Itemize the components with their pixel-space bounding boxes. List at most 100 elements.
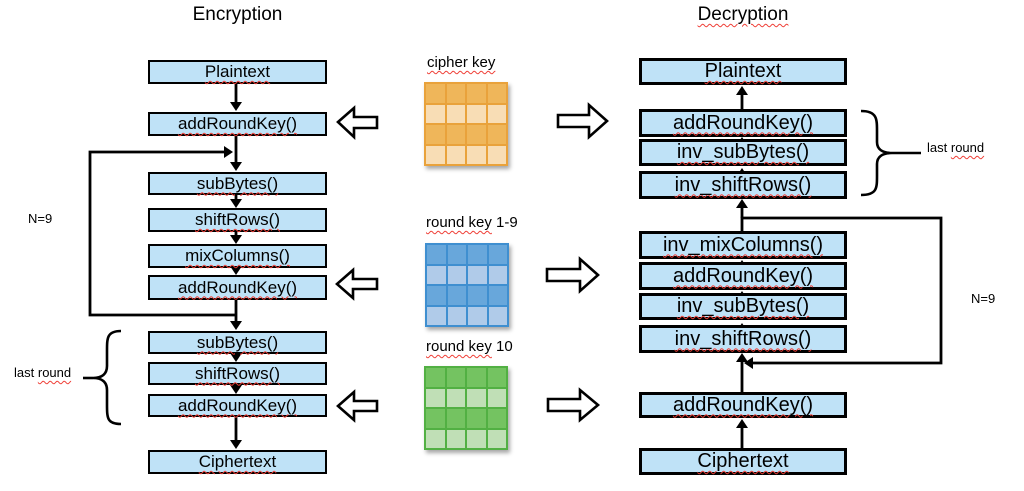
enc-box-subbytes-1: subBytes() [148, 172, 327, 195]
key-cell [427, 286, 446, 305]
enc-box-addroundkey-3: addRoundKey() [148, 394, 327, 417]
key-cell [487, 388, 506, 407]
key-cell [468, 286, 487, 305]
cipher-key-label: cipher key [427, 54, 495, 71]
decryption-title-text: Decryption [697, 4, 789, 25]
enc-box-subbytes-2-label: subBytes() [196, 332, 279, 352]
enc-box-mixcolumns: mixColumns() [148, 244, 327, 268]
key-cell [426, 409, 445, 428]
roundkey10-to-enc-arrow [336, 389, 379, 423]
enc-box-shiftrows-2-label: shiftRows() [194, 363, 280, 383]
dec-last-round-word1: last [927, 140, 948, 155]
dec-box-addroundkey-1-label: addRoundKey() [672, 111, 814, 134]
key-cell [468, 245, 487, 264]
dec-box-invsubbytes-2-label: inv_subBytes() [676, 295, 810, 317]
key-cell [446, 409, 465, 428]
key-cell [487, 429, 506, 448]
cipher-key-label-text: cipher key [427, 54, 496, 71]
key-cell [487, 409, 506, 428]
enc-box-shiftrows-1: shiftRows() [148, 208, 327, 232]
key-cell [488, 306, 507, 325]
key-cell [446, 104, 465, 123]
key-cell [467, 388, 486, 407]
dec-box-plaintext: Plaintext [639, 58, 847, 85]
key-cell [426, 104, 445, 123]
enc-box-shiftrows-2: shiftRows() [148, 362, 327, 385]
key-cell [446, 84, 465, 103]
key-cell [446, 125, 465, 144]
dec-box-invmixcolumns-label: inv_mixColumns() [662, 233, 824, 256]
enc-box-plaintext: Plaintext [148, 60, 327, 84]
key-cell [426, 388, 445, 407]
dec-n9-label: N=9 [971, 291, 996, 306]
enc-box-addroundkey-1: addRoundKey() [148, 112, 327, 136]
key-cell [467, 125, 486, 144]
roundkey19-to-enc-arrow [335, 267, 379, 301]
round-key-10-grid [424, 366, 508, 450]
enc-last-round-brace [83, 329, 122, 426]
cipher-key-to-enc-arrow [336, 105, 379, 141]
key-cell [447, 286, 466, 305]
round-key-10-label-text: round key [426, 338, 492, 355]
key-cell [467, 84, 486, 103]
key-cell [426, 125, 445, 144]
dec-box-invshiftrows-2: inv_shiftRows() [639, 325, 847, 353]
cipher-key-grid [424, 82, 508, 166]
key-cell [426, 84, 445, 103]
round-key-1-9-grid [425, 243, 509, 327]
key-cell [427, 245, 446, 264]
key-cell [487, 368, 506, 387]
enc-last-round-word2: round [37, 365, 72, 380]
key-cell [487, 84, 506, 103]
dec-box-ciphertext-label: Ciphertext [697, 450, 789, 472]
enc-box-addroundkey-2-label: addRoundKey() [177, 277, 298, 297]
key-cell [426, 145, 445, 164]
dec-box-addroundkey-2-label: addRoundKey() [672, 264, 814, 287]
key-cell [467, 145, 486, 164]
key-cell [447, 306, 466, 325]
dec-box-invshiftrows-1: inv_shiftRows() [639, 171, 847, 199]
dec-last-round-word2: round [950, 140, 985, 155]
round-key-1-9-label-suffix: 1-9 [496, 214, 518, 231]
enc-box-mixcolumns-label: mixColumns() [185, 246, 290, 265]
round-key-1-9-label-text: round key [426, 214, 492, 231]
dec-box-invshiftrows-1-label: inv_shiftRows() [674, 173, 812, 196]
enc-box-plaintext-label: Plaintext [204, 62, 271, 81]
dec-last-round-brace [860, 109, 921, 197]
enc-last-round-label: last round [14, 365, 71, 380]
key-cell [446, 368, 465, 387]
dec-box-addroundkey-3: addRoundKey() [639, 392, 847, 418]
enc-box-shiftrows-1-label: shiftRows() [194, 210, 280, 229]
dec-last-round-label: last round [927, 140, 984, 155]
dec-box-addroundkey-2: addRoundKey() [639, 262, 847, 290]
enc-box-subbytes-2: subBytes() [148, 331, 327, 354]
round-key-10-label: round key 10 [426, 338, 513, 355]
key-cell [447, 265, 466, 284]
dec-box-invsubbytes-2: inv_subBytes() [639, 293, 847, 320]
key-cell [467, 429, 486, 448]
key-cell [427, 265, 446, 284]
key-cell [447, 245, 466, 264]
dec-box-invsubbytes-1-label: inv_subBytes() [676, 141, 810, 163]
dec-box-invshiftrows-2-label: inv_shiftRows() [674, 327, 812, 350]
dec-box-invmixcolumns: inv_mixColumns() [639, 231, 847, 259]
enc-box-ciphertext: Ciphertext [148, 450, 327, 474]
key-cell [446, 145, 465, 164]
key-cell [488, 265, 507, 284]
key-cell [468, 265, 487, 284]
encryption-title: Encryption [192, 4, 283, 25]
round-key-10-label-suffix: 10 [496, 338, 513, 355]
round-key-1-9-label: round key 1-9 [426, 214, 518, 231]
key-cell [467, 104, 486, 123]
key-cell [487, 145, 506, 164]
enc-box-addroundkey-3-label: addRoundKey() [177, 395, 298, 415]
enc-box-subbytes-1-label: subBytes() [196, 173, 279, 193]
key-cell [487, 104, 506, 123]
cipher-key-to-dec-arrow [556, 102, 609, 140]
dec-box-addroundkey-1: addRoundKey() [639, 109, 847, 137]
dec-box-ciphertext: Ciphertext [639, 448, 847, 475]
key-cell [427, 306, 446, 325]
key-cell [426, 368, 445, 387]
key-cell [468, 306, 487, 325]
